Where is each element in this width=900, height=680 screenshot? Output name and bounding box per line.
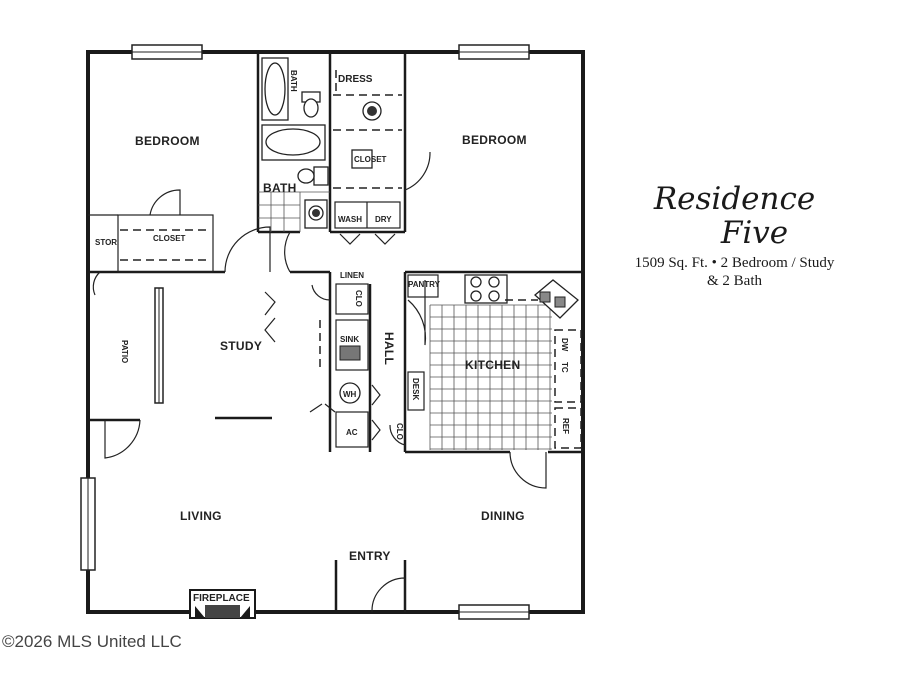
label-sink: SINK: [340, 335, 359, 344]
label-pantry: PANTRY: [408, 280, 441, 289]
label-ac: AC: [346, 428, 358, 437]
label-kitchen: KITCHEN: [465, 358, 520, 372]
subtitle-line2: & 2 Bath: [707, 273, 762, 289]
copyright-watermark: ©2026 MLS United LLC: [2, 632, 182, 651]
label-closet-right: CLOSET: [354, 155, 387, 164]
label-closet-left: CLOSET: [153, 234, 186, 243]
fireplace: [189, 589, 256, 619]
windows: [80, 44, 530, 620]
label-tc: TC: [560, 362, 569, 373]
residence-title-line1: Residence: [653, 181, 816, 217]
residence-title-line2: Five: [720, 215, 789, 251]
label-dry: DRY: [375, 215, 392, 224]
label-desk: DESK: [411, 378, 420, 400]
exterior-walls: [86, 50, 585, 614]
room-labels: BEDROOM BEDROOM STUDY LIVING DINING KITC…: [95, 70, 570, 604]
label-patio: PATIO: [120, 340, 129, 363]
label-dress: DRESS: [338, 74, 373, 85]
label-linen: LINEN: [340, 271, 364, 280]
residence-title-block: Residence Five 1509 Sq. Ft. • 2 Bedroom …: [602, 182, 867, 290]
kitchen-fixtures: [407, 274, 582, 450]
label-entry: ENTRY: [349, 549, 391, 563]
label-bedroom-left: BEDROOM: [135, 134, 200, 148]
subtitle-line1: 1509 Sq. Ft. • 2 Bedroom / Study: [634, 255, 835, 271]
residence-subtitle: 1509 Sq. Ft. • 2 Bedroom / Study & 2 Bat…: [602, 254, 867, 290]
label-living: LIVING: [180, 509, 222, 523]
doors: [92, 151, 547, 613]
label-dining: DINING: [481, 509, 525, 523]
label-dw: DW: [560, 338, 569, 352]
label-clo-hall: CLO: [354, 290, 363, 307]
label-clo-kitchen: CLO: [395, 423, 404, 440]
label-stor: STOR: [95, 238, 117, 247]
label-ref: REF: [561, 418, 570, 434]
hall-fixtures: [319, 283, 369, 448]
label-study: STUDY: [220, 339, 262, 353]
label-fireplace: FIREPLACE: [193, 593, 250, 604]
label-bedroom-right: BEDROOM: [462, 133, 527, 147]
label-wash: WASH: [338, 215, 362, 224]
label-hall: HALL: [382, 332, 396, 365]
label-bath: BATH: [263, 181, 297, 195]
bath-fixtures: [120, 57, 402, 261]
label-wh: WH: [343, 390, 357, 399]
label-bath-small: BATH: [289, 70, 298, 92]
